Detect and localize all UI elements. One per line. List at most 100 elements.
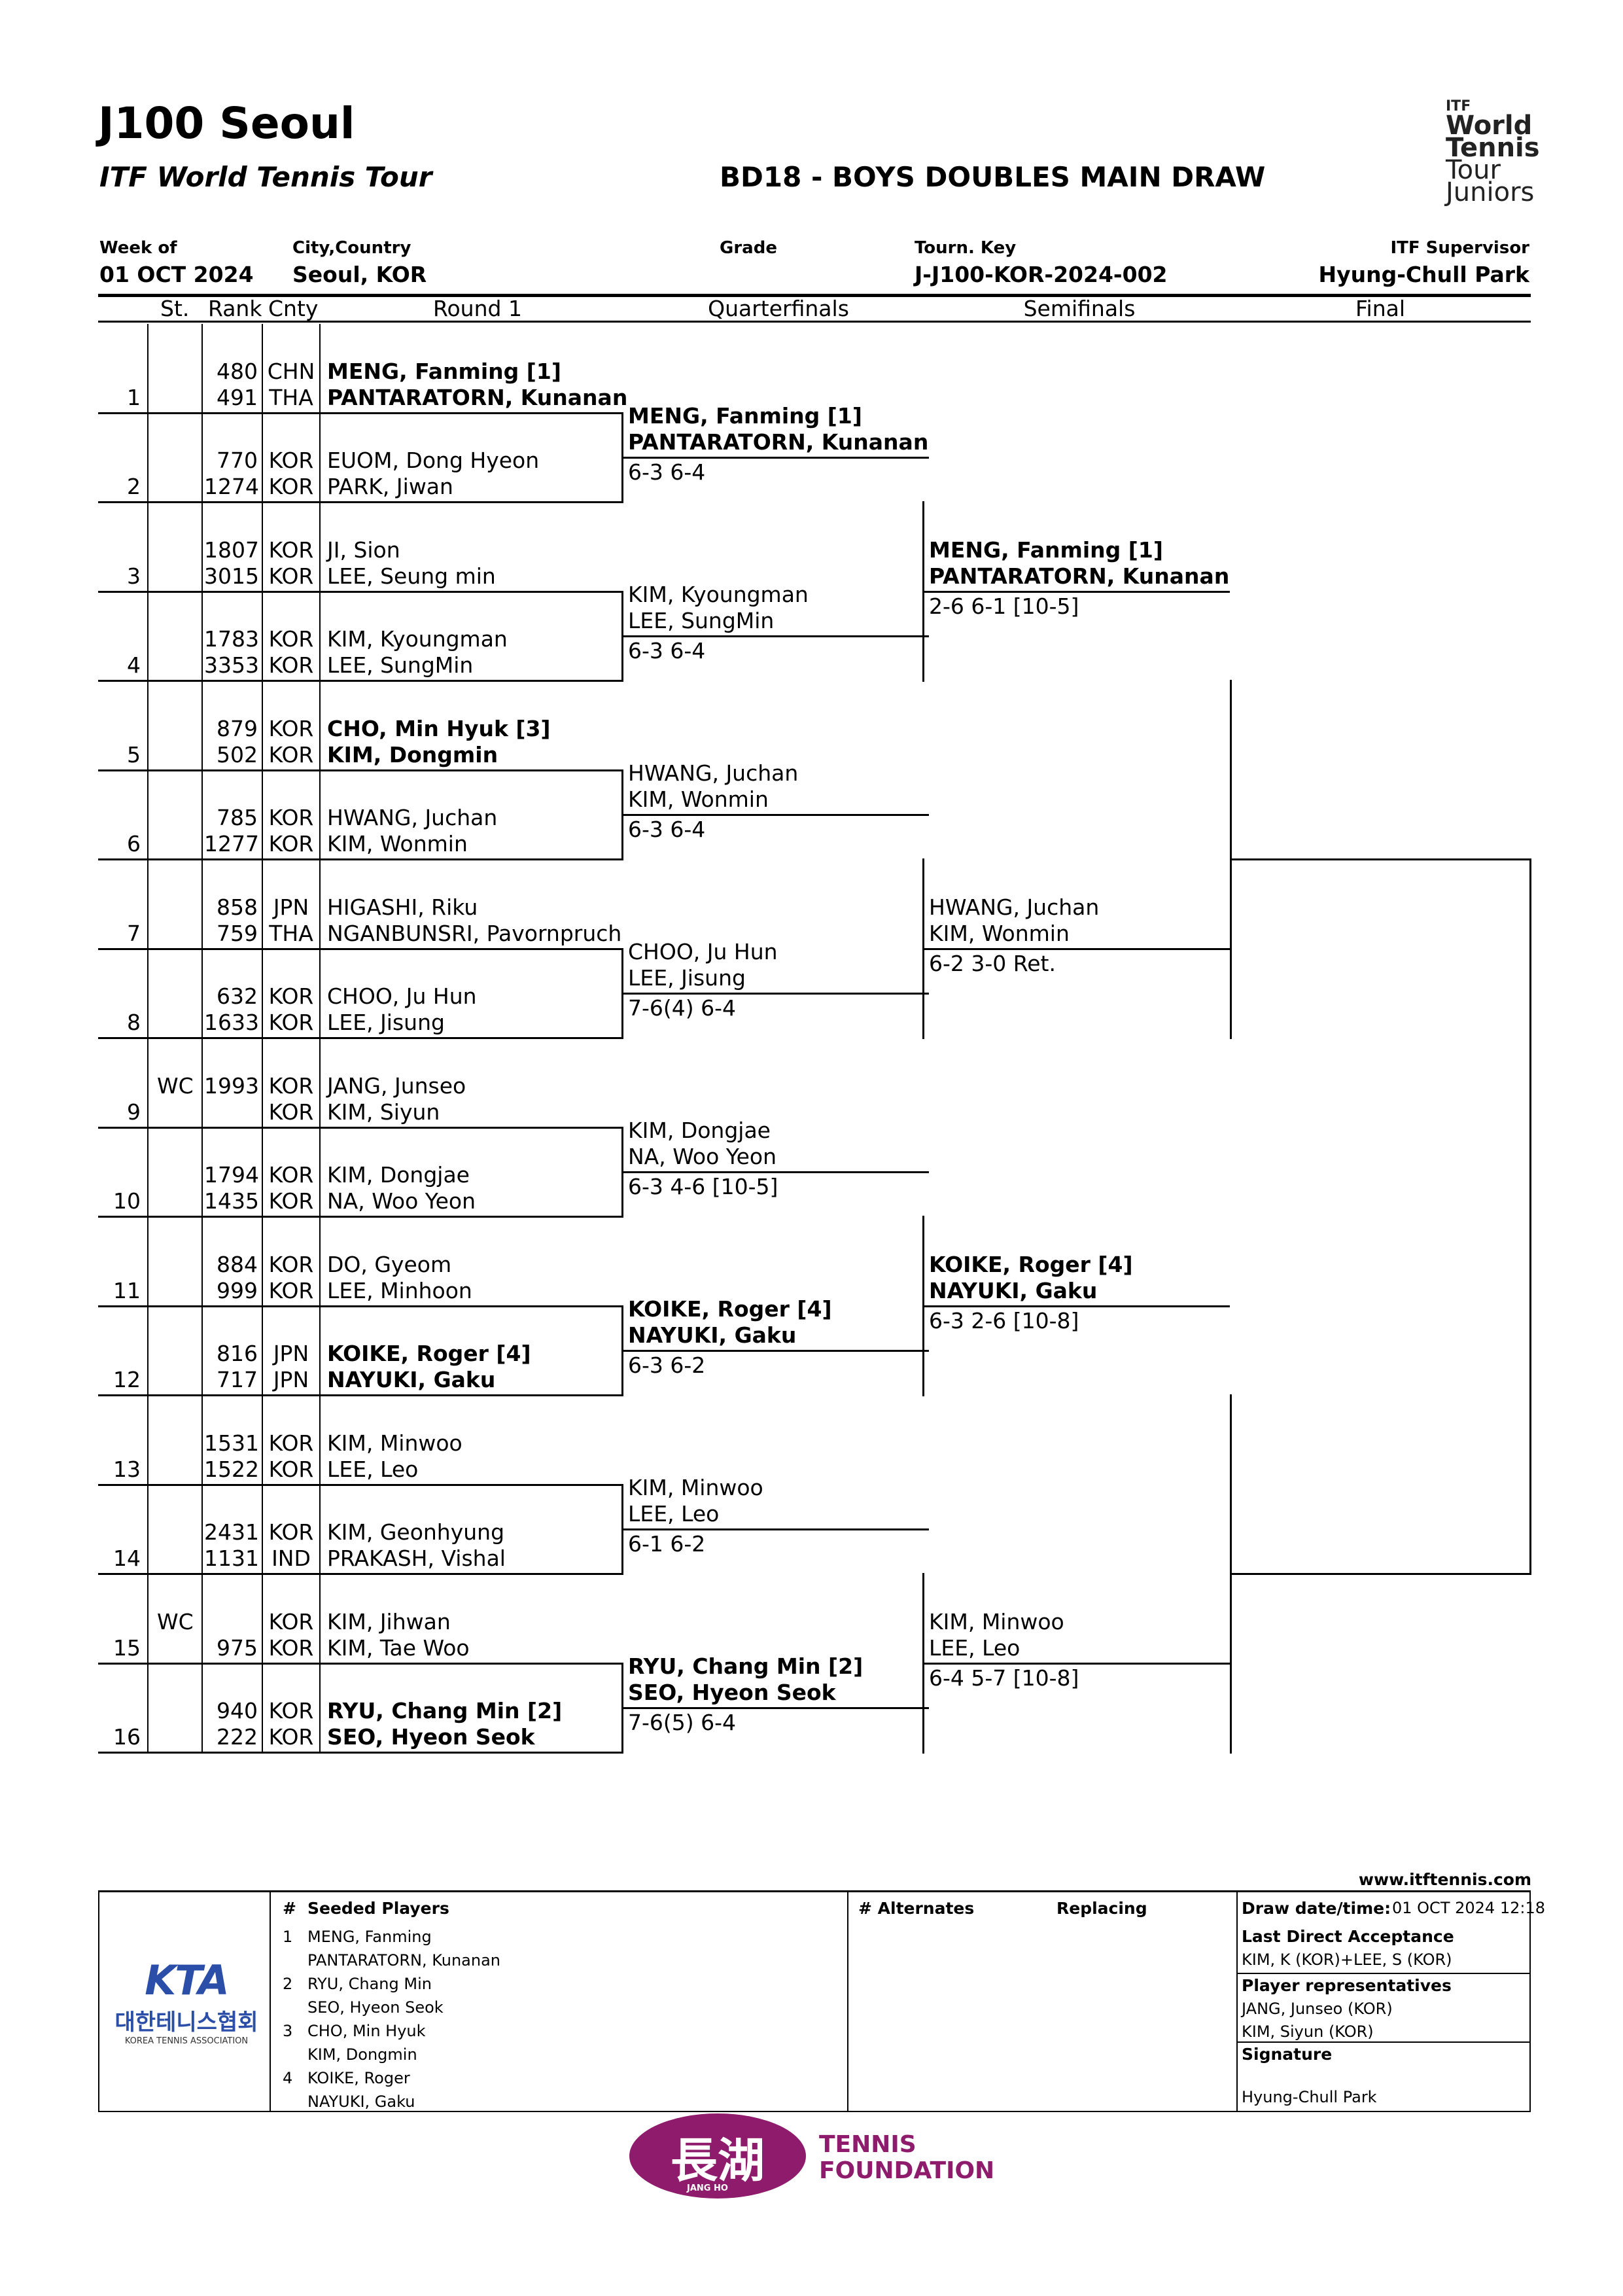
footer-divider-2 — [847, 1890, 848, 2111]
qf-score: 7-6(5) 6-4 — [628, 1709, 737, 1735]
sf-player: PANTARATORN, Kunanan — [929, 563, 1230, 589]
player-name: LEE, Seung min — [327, 563, 496, 589]
alternates-title: # Alternates — [858, 1899, 975, 1918]
col-header-st: St. — [160, 296, 190, 321]
player-country: KOR — [268, 652, 314, 678]
entry-status: WC — [157, 1608, 194, 1634]
player-country: KOR — [268, 1698, 314, 1723]
player-rank: 491 — [217, 384, 258, 410]
lda-value: KIM, K (KOR)+LEE, S (KOR) — [1242, 1951, 1452, 1969]
player-name: PRAKASH, Vishal — [327, 1545, 506, 1571]
player-name: SEO, Hyeon Seok — [327, 1724, 535, 1750]
header-rule-bottom — [98, 321, 1531, 323]
draw-title: BD18 - BOYS DOUBLES MAIN DRAW — [720, 161, 1266, 193]
itf-juniors-logo: ITF World Tennis Tour Juniors — [1446, 98, 1550, 205]
player-rank: 3353 — [204, 652, 259, 678]
champion-vline — [1529, 858, 1531, 1575]
draw-position: 9 — [127, 1099, 141, 1125]
player-name: KOIKE, Roger [4] — [327, 1341, 531, 1366]
logo-world: World — [1446, 111, 1533, 141]
qf-player: CHOO, Ju Hun — [628, 938, 778, 964]
player-rank: 1783 — [204, 626, 259, 652]
footer-border-right — [1529, 1890, 1531, 2111]
qf-player: KIM, Minwoo — [628, 1474, 763, 1500]
player-country: KOR — [268, 741, 314, 768]
player-name: KIM, Wonmin — [327, 831, 468, 857]
qf-score: 6-3 6-4 — [628, 637, 706, 663]
signature-label: Signature — [1242, 2045, 1333, 2064]
player-name: KIM, Jihwan — [327, 1608, 451, 1634]
qf-player: NA, Woo Yeon — [628, 1143, 777, 1169]
player-rank: 1993 — [204, 1072, 259, 1099]
player-rank: 632 — [217, 983, 258, 1009]
kta-logo: KTA 대한테니스협회 KOREA TENNIS ASSOCIATION — [114, 1956, 258, 2046]
qf-player: KIM, Kyoungman — [628, 581, 809, 607]
seed-player: NAYUKI, Gaku — [307, 2093, 415, 2111]
sponsor-text-foundation: FOUNDATION — [819, 2157, 995, 2184]
player-rank: 1531 — [204, 1430, 259, 1456]
player-rank: 1522 — [204, 1456, 259, 1482]
draw-position: 15 — [113, 1634, 141, 1661]
player-name: CHO, Min Hyuk [3] — [327, 715, 551, 741]
player-country: KOR — [268, 1277, 314, 1303]
sf-score: 6-2 3-0 Ret. — [929, 950, 1056, 976]
player-country: KOR — [268, 626, 314, 652]
qf-player: LEE, Jisung — [628, 964, 746, 991]
week-of-value: 01 OCT 2024 — [99, 262, 254, 287]
player-rank: 480 — [217, 358, 258, 384]
draw-date-value: 01 OCT 2024 12:18 — [1392, 1899, 1545, 1917]
final-line — [1230, 1573, 1531, 1575]
player-name: NGANBUNSRI, Pavornpruch — [327, 920, 622, 946]
sf-line — [922, 947, 1230, 950]
tour-subtitle: ITF World Tennis Tour — [99, 161, 432, 193]
footer-info-rule-2 — [1236, 2041, 1531, 2043]
qf-line — [621, 1349, 929, 1352]
col-header-semifinals: Semifinals — [1023, 296, 1136, 321]
player-rank: 3015 — [204, 563, 259, 589]
sf-score: 2-6 6-1 [10-5] — [929, 593, 1079, 619]
seed-player: SEO, Hyeon Seok — [307, 1998, 444, 2017]
player-country: CHN — [267, 358, 315, 384]
sf-player: HWANG, Juchan — [929, 894, 1100, 920]
player-country: JPN — [273, 1367, 309, 1392]
r1-match-line — [98, 1216, 621, 1218]
tournament-title: J100 Seoul — [98, 98, 355, 149]
r1-match-line — [98, 1126, 621, 1129]
r1-match-line — [98, 501, 621, 503]
website-link[interactable]: www.itftennis.com — [1358, 1870, 1531, 1889]
player-rank: 879 — [217, 715, 258, 741]
r1-match-line — [98, 1037, 621, 1039]
grade-label: Grade — [720, 238, 777, 258]
player-rank: 975 — [217, 1634, 258, 1661]
qf-line — [621, 1528, 929, 1530]
draw-position: 3 — [127, 563, 141, 589]
qf-player: LEE, Leo — [628, 1500, 720, 1527]
seed-number: 1 — [283, 1928, 293, 1946]
final-line — [1230, 858, 1531, 860]
player-rank: 1794 — [204, 1162, 259, 1188]
player-country: KOR — [268, 1251, 314, 1277]
player-rank: 858 — [217, 894, 258, 920]
player-country: KOR — [268, 448, 314, 473]
draw-position: 14 — [113, 1545, 141, 1571]
player-rank: 785 — [217, 805, 258, 830]
r1-match-line — [98, 947, 621, 950]
sf-player: MENG, Fanming [1] — [929, 537, 1163, 563]
seed-number: 2 — [283, 1975, 293, 1993]
signature-value: Hyung-Chull Park — [1242, 2088, 1377, 2106]
sf-player: KIM, Wonmin — [929, 920, 1070, 946]
kta-logo-korean: 대한테니스협회 — [114, 2009, 258, 2036]
player-country: KOR — [268, 1430, 314, 1456]
player-country: JPN — [273, 1341, 309, 1366]
supervisor-value: Hyung-Chull Park — [1318, 262, 1529, 287]
logo-tennis: Tennis — [1446, 133, 1540, 163]
player-name: KIM, Minwoo — [327, 1430, 462, 1456]
player-name: HWANG, Juchan — [327, 805, 498, 830]
draw-position: 8 — [127, 1010, 141, 1035]
seeded-hash: # — [283, 1899, 296, 1918]
player-country: KOR — [268, 1519, 314, 1545]
r1-match-line — [98, 1573, 621, 1575]
sf-line — [922, 1305, 1230, 1307]
